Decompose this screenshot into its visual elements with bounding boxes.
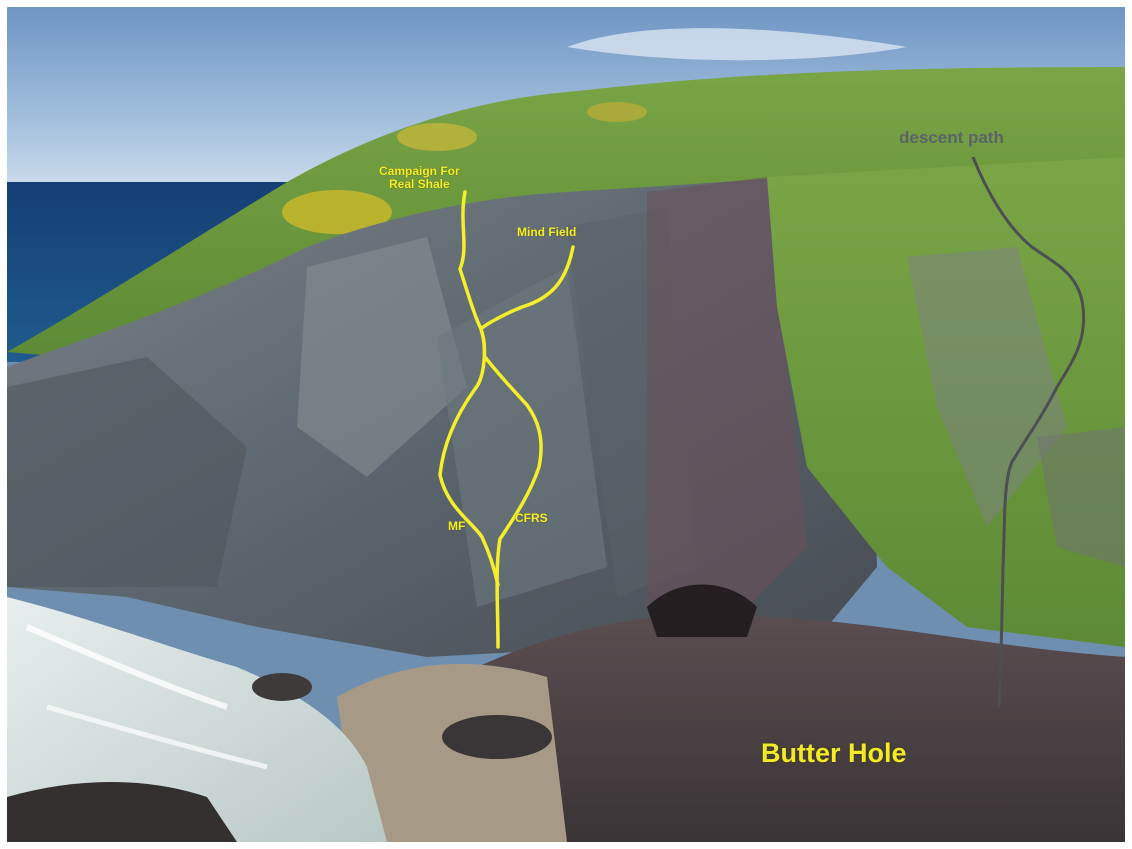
route-mf-label: MF: [448, 519, 466, 533]
photo-frame: Campaign For Real Shale Mind Field MF CF…: [7, 7, 1125, 842]
shore-rock: [442, 715, 552, 759]
surf-foam: [25, 624, 228, 710]
gorse-patch: [587, 102, 647, 122]
gorse-patch: [282, 190, 392, 234]
cave: [647, 584, 757, 637]
cove-name-label: Butter Hole: [761, 738, 907, 768]
gully: [647, 177, 807, 627]
cloud: [567, 28, 907, 61]
foreground-rocks: [477, 614, 1125, 842]
cliff-photo: [7, 7, 1125, 842]
gorse-patch: [397, 123, 477, 151]
shore-rock: [7, 782, 237, 842]
route-cfrs-label: CFRS: [515, 511, 548, 525]
route-mf-line: [438, 245, 575, 587]
surf-foam: [46, 704, 268, 770]
route-campaign-label: Campaign For Real Shale: [379, 164, 460, 191]
route-cfrs-line: [458, 190, 543, 649]
route-lines: [438, 190, 575, 649]
descent-path-label: descent path: [899, 128, 1004, 147]
shore-rock: [252, 673, 312, 701]
descent-path-line: [971, 156, 1086, 708]
rock-slab: [437, 267, 607, 607]
right-slope-rock: [1037, 427, 1125, 567]
route-mind-field-label: Mind Field: [517, 225, 577, 239]
right-slope-rock: [907, 247, 1067, 527]
beach: [337, 663, 567, 842]
rock-slab: [7, 357, 247, 587]
rock-slab: [297, 237, 467, 477]
